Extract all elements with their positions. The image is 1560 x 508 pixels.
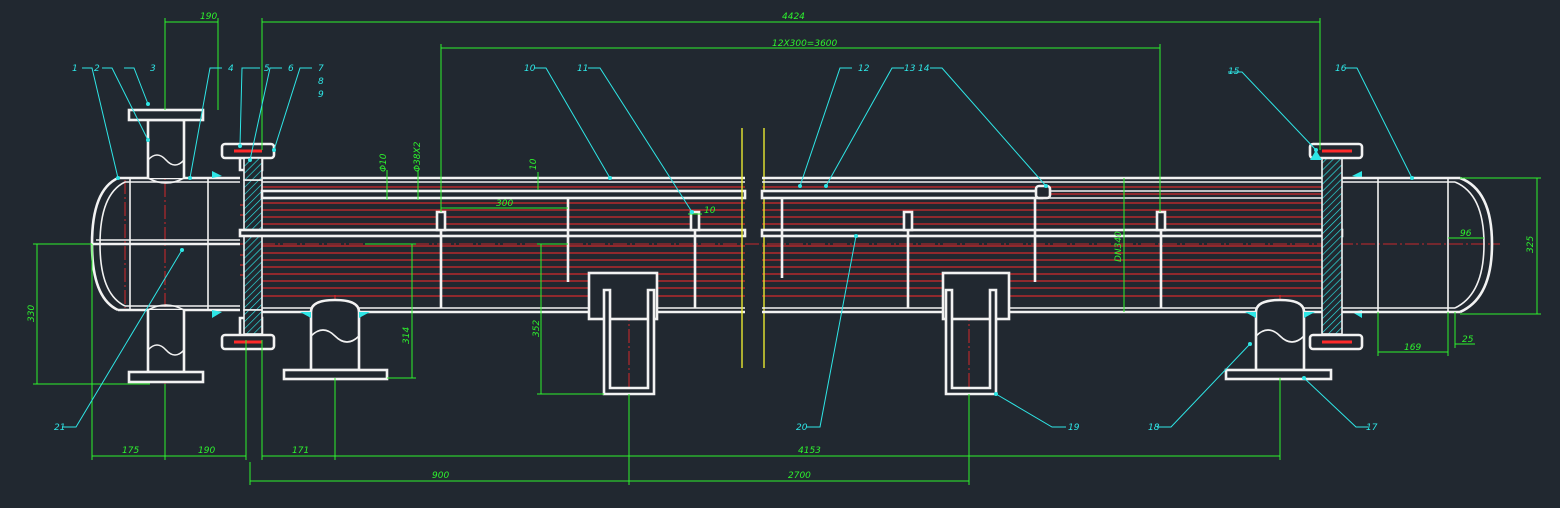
dim-tube-spec: Φ38X2 — [413, 141, 423, 172]
dim-10-mid: 10 — [704, 206, 716, 216]
dim-175: 175 — [122, 446, 139, 456]
part-label-18: 18 — [1148, 423, 1160, 433]
part-label-21: 21 — [54, 423, 65, 433]
dim-171: 171 — [292, 446, 309, 456]
dim-dn340: DN340 — [1114, 231, 1124, 262]
dimension-lines — [33, 18, 1541, 485]
dim-2700: 2700 — [788, 471, 811, 481]
dim-169: 169 — [1404, 343, 1421, 353]
right-flange — [1308, 142, 1364, 351]
dim-phi10: Φ10 — [379, 153, 389, 172]
part-label-16: 16 — [1335, 64, 1347, 74]
shell-left — [238, 176, 747, 396]
dim-300: 300 — [496, 199, 513, 209]
leader-arrows — [116, 102, 1414, 396]
dim-10-top: 10 — [529, 158, 539, 170]
leader-lines — [62, 67, 1413, 428]
dimension-labels: 190 4424 12X300=3600 Φ10 Φ38X2 10 300 10… — [27, 12, 1536, 481]
dim-314: 314 — [402, 327, 412, 344]
part-label-4: 4 — [228, 64, 234, 74]
part-label-9: 9 — [318, 90, 324, 100]
part-label-6: 6 — [288, 64, 294, 74]
dim-96: 96 — [1460, 229, 1472, 239]
part-label-10: 10 — [524, 64, 536, 74]
dim-4153: 4153 — [798, 446, 821, 456]
part-label-3: 3 — [150, 64, 156, 74]
dim-top-190: 190 — [200, 12, 217, 22]
part-label-14: 14 — [918, 64, 930, 74]
part-label-13: 13 — [904, 64, 916, 74]
break-lines — [741, 128, 765, 368]
part-label-15: 15 — [1228, 67, 1240, 77]
part-label-11: 11 — [577, 64, 588, 74]
part-label-8: 8 — [318, 77, 324, 87]
part-label-12: 12 — [858, 64, 870, 74]
part-label-19: 19 — [1068, 423, 1080, 433]
part-label-5: 5 — [264, 64, 270, 74]
dim-25: 25 — [1462, 335, 1474, 345]
left-flange — [212, 142, 276, 351]
right-head — [1342, 176, 1494, 314]
dim-900: 900 — [432, 471, 449, 481]
part-labels: 1 2 3 4 5 6 7 8 9 10 11 12 13 14 15 16 1… — [54, 64, 1378, 433]
dim-overall-4424: 4424 — [782, 12, 805, 22]
part-label-7: 7 — [318, 64, 324, 74]
part-label-20: 20 — [796, 423, 808, 433]
dim-325: 325 — [1526, 236, 1536, 253]
part-label-17: 17 — [1366, 423, 1378, 433]
tube-bundle — [240, 186, 1342, 297]
dim-190-bottom: 190 — [198, 446, 215, 456]
part-label-2: 2 — [94, 64, 100, 74]
dim-352: 352 — [532, 320, 542, 337]
dim-baffle-pitch: 12X300=3600 — [772, 39, 838, 49]
part-label-1: 1 — [72, 64, 78, 74]
dim-330: 330 — [27, 305, 37, 322]
left-channel — [90, 108, 240, 384]
